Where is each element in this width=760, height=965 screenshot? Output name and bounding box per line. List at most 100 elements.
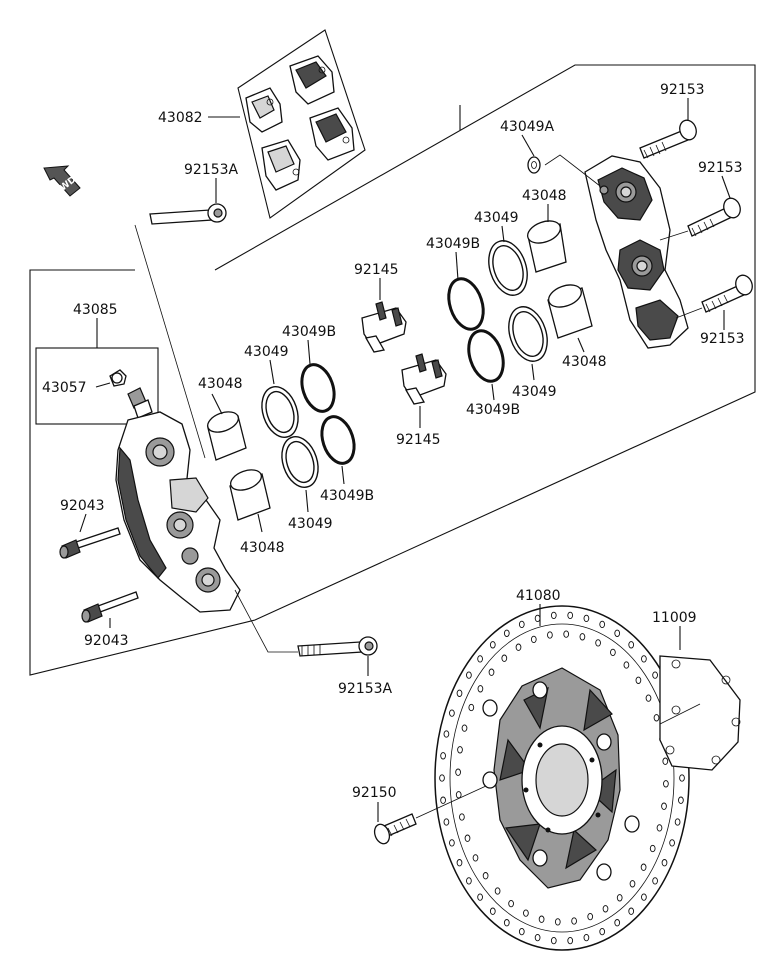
disc-drill-hole bbox=[550, 936, 557, 945]
disc-drill-hole bbox=[649, 844, 656, 853]
label-92150: 92150 bbox=[352, 785, 397, 801]
disc-drill-hole bbox=[477, 685, 484, 693]
disc-drill-hole bbox=[472, 854, 479, 862]
disc-drill-hole bbox=[567, 611, 574, 620]
brake-pad-set bbox=[237, 29, 366, 219]
disc-drill-hole bbox=[534, 933, 541, 942]
disc-drill-holes bbox=[439, 611, 685, 945]
label-92153A-top: 92153A bbox=[184, 162, 239, 178]
bolt-92153-2 bbox=[687, 197, 741, 237]
disc-drill-hole bbox=[616, 894, 623, 902]
label-43048-r1: 43048 bbox=[522, 188, 567, 204]
piston-43048-r1 bbox=[527, 220, 567, 273]
label-43048-l2: 43048 bbox=[240, 540, 285, 556]
disc-drill-hole bbox=[674, 818, 681, 826]
disc-drill-hole bbox=[614, 629, 621, 637]
label-43057: 43057 bbox=[42, 380, 87, 396]
disc-drill-hole bbox=[443, 818, 450, 826]
label-92145-1: 92145 bbox=[354, 262, 399, 278]
disc-drill-hole bbox=[641, 655, 647, 663]
disc-drill-hole bbox=[583, 614, 590, 623]
label-43048-r2: 43048 bbox=[562, 354, 607, 370]
label-92043-1: 92043 bbox=[60, 498, 105, 514]
disc-drill-hole bbox=[641, 893, 647, 901]
bolt-92043-2 bbox=[81, 591, 139, 623]
disc-drill-hole bbox=[466, 671, 472, 679]
disc-drill-hole bbox=[455, 768, 461, 776]
bolt-92153-3 bbox=[701, 274, 753, 313]
label-43049B-r1: 43049B bbox=[426, 236, 480, 252]
disc-drill-hole bbox=[662, 757, 669, 765]
disc-drill-hole bbox=[640, 863, 647, 871]
disc-drill-hole bbox=[599, 927, 606, 936]
disc-drill-hole bbox=[482, 872, 489, 880]
seal-43049B-r2 bbox=[467, 329, 505, 383]
disc-drill-hole bbox=[523, 909, 529, 917]
pad-spring-92145-1 bbox=[361, 301, 407, 353]
label-43085: 43085 bbox=[73, 302, 118, 318]
label-92153-2: 92153 bbox=[698, 160, 743, 176]
disc-drill-hole bbox=[595, 639, 601, 647]
seal-43049B-r1 bbox=[447, 277, 485, 331]
disc-drill-hole bbox=[587, 912, 594, 921]
disc-drill-hole bbox=[518, 620, 525, 629]
label-43082: 43082 bbox=[158, 110, 203, 126]
seal-43049B-l1 bbox=[300, 363, 336, 413]
disc-drill-hole bbox=[652, 877, 658, 885]
seal-43049-r2 bbox=[508, 306, 548, 362]
seal-43049-l1 bbox=[261, 386, 299, 438]
disc-drill-hole bbox=[645, 694, 652, 702]
disc-drill-hole bbox=[443, 730, 450, 738]
disc-drill-hole bbox=[538, 915, 545, 923]
brake-pad-4 bbox=[309, 107, 355, 161]
disc-drill-hole bbox=[456, 859, 463, 867]
bolt-92043-1 bbox=[59, 527, 121, 559]
label-43049B-r2: 43049B bbox=[466, 402, 520, 418]
gasket-11009 bbox=[659, 655, 741, 771]
disc-drill-hole bbox=[656, 824, 663, 832]
disc-drill-hole bbox=[550, 611, 557, 620]
label-92153-3: 92153 bbox=[700, 331, 745, 347]
disc-drill-hole bbox=[455, 791, 462, 799]
disc-drill-hole bbox=[488, 668, 495, 676]
disc-drill-hole bbox=[563, 630, 570, 638]
label-92043-2: 92043 bbox=[84, 633, 129, 649]
right-caliper-half bbox=[584, 155, 689, 349]
left-caliper-half: Brembo bbox=[115, 411, 241, 613]
disc-drill-hole bbox=[459, 813, 465, 821]
disc-drill-hole bbox=[583, 933, 590, 942]
disc-drill-hole bbox=[466, 877, 472, 885]
disc-drill-hole bbox=[439, 774, 445, 782]
disc-drill-hole bbox=[679, 774, 685, 782]
disc-drill-hole bbox=[635, 676, 642, 684]
disc-drill-hole bbox=[629, 880, 636, 888]
disc-drill-hole bbox=[477, 655, 483, 663]
disc-drill-hole bbox=[501, 654, 508, 662]
disc-drill-hole bbox=[678, 796, 684, 804]
disc-drill-hole bbox=[579, 633, 586, 641]
disc-drill-hole bbox=[508, 899, 514, 908]
disc-drill-hole bbox=[440, 752, 446, 760]
brake-pad-2 bbox=[289, 55, 335, 105]
disc-drill-hole bbox=[489, 907, 496, 915]
piston-43048-l1 bbox=[207, 411, 247, 461]
label-43049B-l1: 43049B bbox=[282, 324, 336, 340]
disc-drill-hole bbox=[602, 905, 609, 913]
label-43048-l1: 43048 bbox=[198, 376, 243, 392]
disc-drill-hole bbox=[477, 893, 483, 901]
disc-drill-hole bbox=[628, 641, 635, 649]
washer-43049A bbox=[527, 156, 541, 174]
label-43049B-l2: 43049B bbox=[320, 488, 374, 504]
label-43049-l2: 43049 bbox=[288, 516, 333, 532]
disc-drill-hole bbox=[623, 661, 630, 669]
piston-43048-l2 bbox=[229, 469, 271, 521]
disc-drill-hole bbox=[464, 834, 471, 842]
label-43049-r2: 43049 bbox=[512, 384, 557, 400]
brake-pad-1 bbox=[245, 87, 283, 133]
disc-drill-hole bbox=[610, 648, 616, 657]
disc-drill-hole bbox=[661, 859, 668, 867]
disc-drill-hole bbox=[515, 643, 522, 651]
seal-43049-r1 bbox=[488, 240, 528, 296]
piston-43048-r2 bbox=[547, 284, 593, 339]
